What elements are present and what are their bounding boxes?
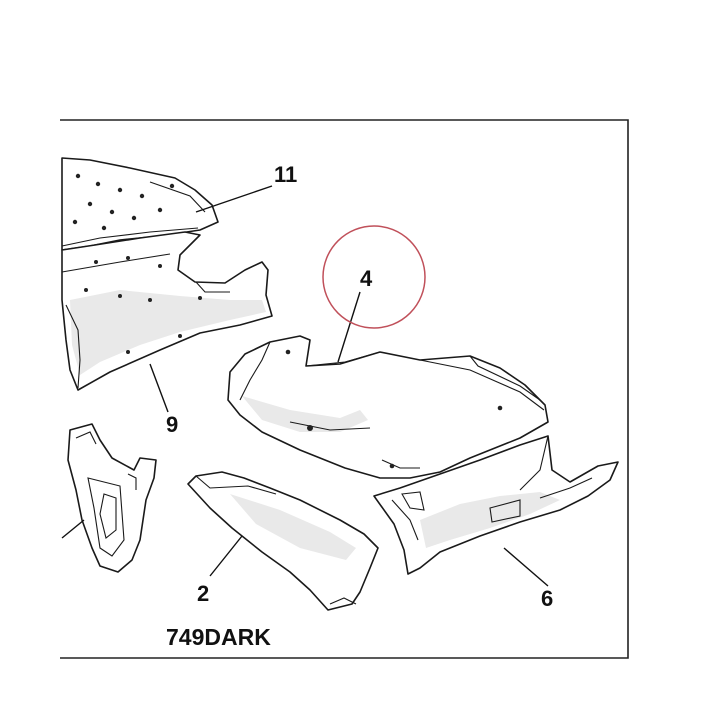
callout-2: 2 [197,581,209,606]
leader-part-2 [209,535,243,577]
reference-code: 749DARK [166,624,271,650]
leader-lines [149,185,549,587]
part-6-lower-belly-pan [373,435,619,575]
part-9-side-fairing [61,157,273,391]
diagram-frame [60,119,629,659]
callout-6: 6 [541,586,553,611]
part-4-upper-belly-pan [227,335,549,479]
callout-4: 4 [360,266,373,291]
leader-part-4 [337,291,361,363]
mounting-bracket [61,423,157,573]
callout-11: 11 [274,162,297,187]
fastener-holes-part-9 [72,173,202,354]
leader-part-6 [503,547,549,587]
leader-part-11 [195,185,273,213]
leader-part-9 [149,363,169,413]
callout-9: 9 [166,412,178,437]
part-2-side-panel [187,471,379,611]
highlight-circle-part-4 [322,225,426,329]
